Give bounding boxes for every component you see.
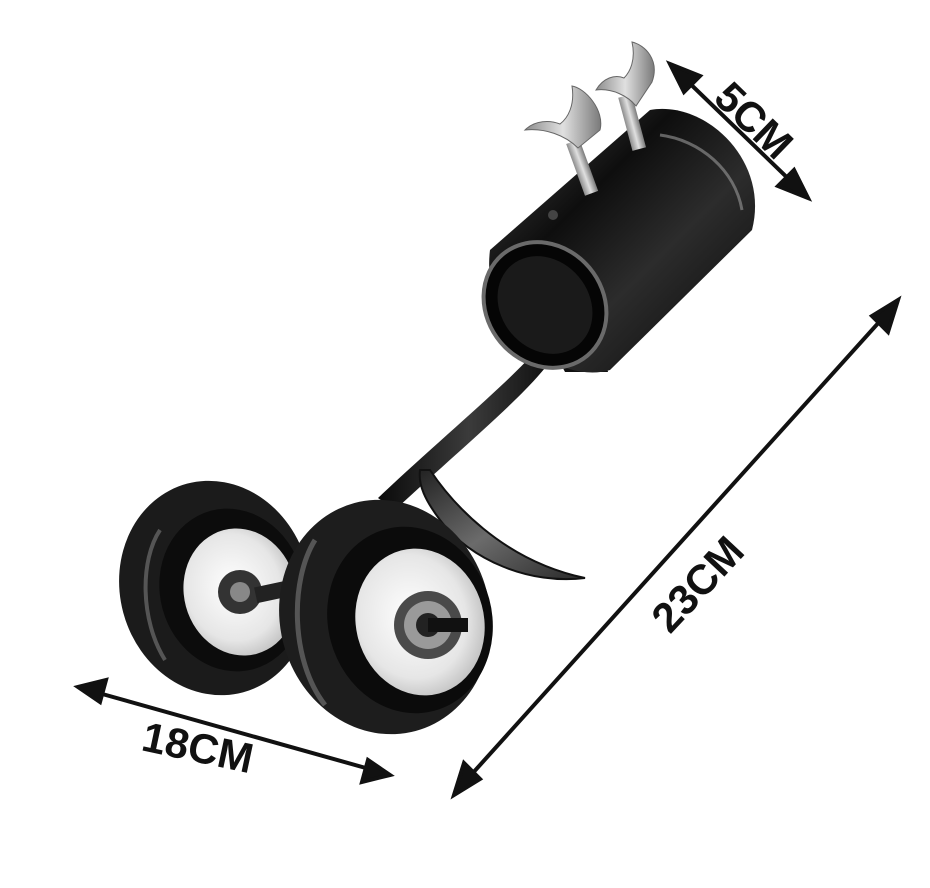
- width-arrow: [73, 677, 395, 785]
- length-label: 23CM: [642, 527, 753, 641]
- diameter-arrow: [665, 60, 813, 202]
- clamp-tube: [481, 108, 756, 373]
- rear-wheel: [119, 480, 311, 696]
- wing-bolt-right: [595, 41, 655, 151]
- wing-bolt-left: [523, 85, 602, 196]
- width-label: 18CM: [138, 713, 257, 782]
- weeder-tool: [119, 41, 756, 735]
- hook-blade: [418, 469, 586, 581]
- tube-screw-hole: [548, 210, 558, 220]
- length-arrow: [450, 295, 902, 800]
- front-wheel: [279, 499, 493, 735]
